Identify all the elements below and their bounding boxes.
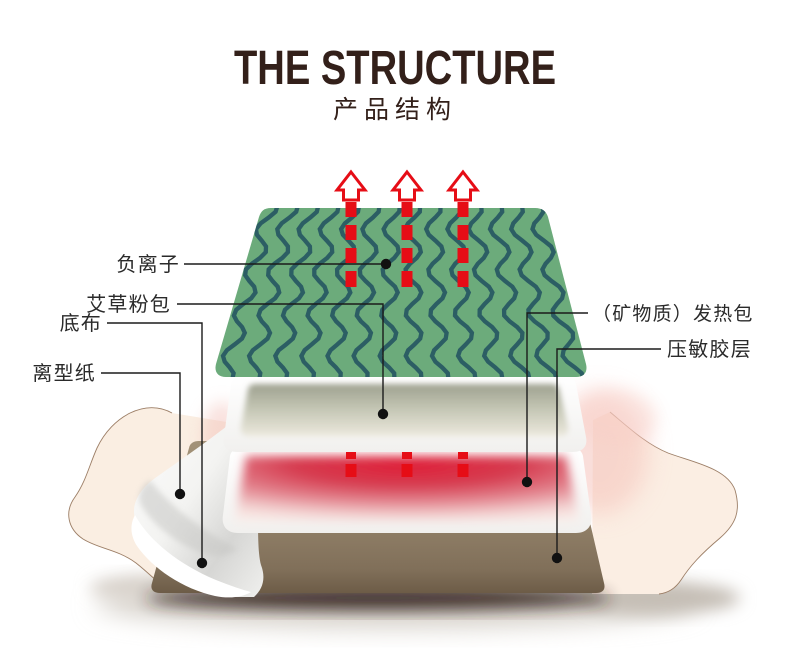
arrow-dash — [401, 202, 413, 217]
heat-rising-arrows — [333, 169, 481, 287]
green-fabric-face — [215, 208, 587, 377]
wave-line — [272, 208, 321, 377]
wormwood-pack-layer — [223, 377, 587, 452]
mineral-heat-pack-layer — [222, 448, 592, 533]
arrow-dash — [457, 271, 469, 287]
leader-dot-anion — [380, 258, 392, 270]
arrow-dash — [457, 464, 469, 477]
wave-pattern — [220, 208, 586, 377]
page-subtitle: 产品结构 — [333, 96, 457, 124]
arrow-dash — [345, 271, 357, 287]
arrow-dash — [401, 464, 413, 477]
leader-line-base-cloth — [107, 322, 203, 560]
arrow-dash — [401, 248, 413, 263]
leader-line-wormwood — [177, 303, 384, 411]
up-arrow-icon — [389, 169, 425, 202]
leader-dot-release-paper — [174, 488, 186, 500]
arrow-dash — [345, 202, 357, 217]
arrow-dash — [402, 452, 412, 459]
paper-fold-shade — [139, 480, 238, 557]
arrow-dash — [346, 452, 356, 459]
label-mineral-heat-pack: （矿物质）发热包 — [592, 303, 754, 325]
leader-line-heat-pack — [526, 312, 588, 479]
page-title: THE STRUCTURE — [234, 42, 556, 95]
cream-right-outline — [609, 411, 738, 595]
label-anion: 负离子 — [116, 253, 180, 276]
wave-line — [325, 208, 362, 377]
wave-line — [351, 208, 382, 377]
label-release-paper: 离型纸 — [32, 362, 96, 385]
label-wormwood-pack: 艾草粉包 — [86, 293, 171, 316]
arrow-dash — [345, 248, 357, 263]
up-arrow-icon — [445, 169, 481, 202]
leader-dot-base-cloth — [196, 557, 208, 569]
heat-dashes-lower — [345, 452, 469, 477]
wave-line — [487, 208, 532, 377]
leader-dots — [174, 258, 563, 569]
arrow-dash — [401, 271, 413, 287]
wave-line — [508, 208, 559, 377]
heat-pack-glow — [235, 456, 579, 521]
cream-left-outline — [68, 407, 173, 592]
wave-line — [445, 208, 478, 377]
anion-fabric-layer — [215, 208, 587, 377]
leader-line-adhesive — [556, 348, 661, 555]
leader-lines — [101, 263, 661, 560]
arrow-dash — [401, 225, 413, 240]
wave-line — [299, 208, 341, 377]
arrow-dash — [457, 202, 469, 217]
wave-line — [466, 208, 505, 377]
leader-dot-wormwood — [377, 408, 389, 420]
leader-line-release-paper — [101, 372, 181, 491]
wave-line — [530, 208, 586, 377]
paper-curl — [131, 515, 251, 598]
arrow-dash — [345, 464, 357, 477]
wave-line — [423, 208, 451, 377]
pink-glow-upper-right — [573, 390, 657, 446]
wave-line — [246, 208, 300, 377]
arrow-dash — [457, 225, 469, 240]
wave-line — [220, 208, 280, 377]
arrowheads — [333, 169, 481, 202]
leader-dot-heat-pack — [521, 476, 533, 488]
up-arrow-icon — [333, 169, 369, 202]
heat-dashes-upper — [345, 202, 469, 287]
leader-dot-adhesive — [551, 552, 563, 564]
arrow-dash — [458, 452, 468, 459]
callout-labels: 负离子 艾草粉包 底布 离型纸 （矿物质）发热包 压敏胶层 — [32, 253, 754, 385]
label-adhesive-layer: 压敏胶层 — [667, 338, 752, 361]
label-base-cloth: 底布 — [60, 312, 102, 335]
arrow-dash — [457, 248, 469, 263]
wormwood-pad — [240, 384, 569, 436]
arrow-dash — [345, 225, 357, 240]
